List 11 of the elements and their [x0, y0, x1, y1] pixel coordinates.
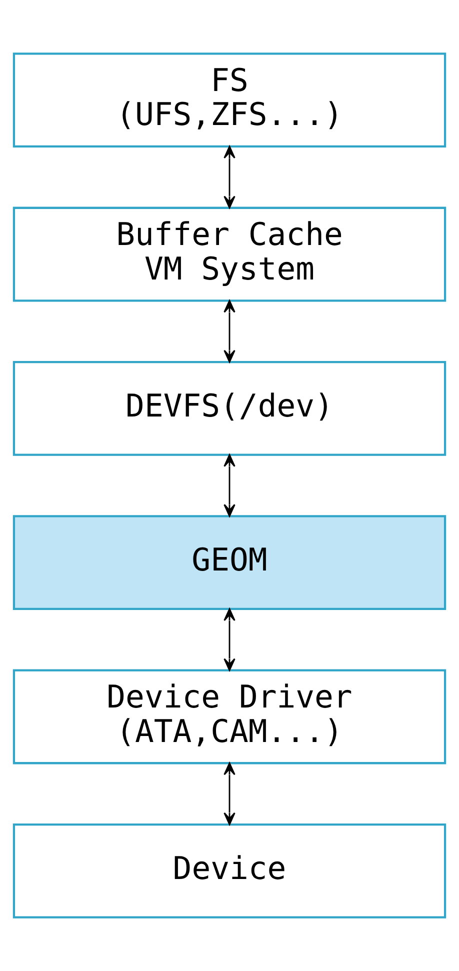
arrow	[224, 762, 236, 826]
node-box: FS (UFS,ZFS...)	[12, 52, 446, 148]
node-box: Buffer Cache VM System	[12, 206, 446, 302]
arrow	[224, 300, 236, 363]
arrow	[224, 454, 236, 517]
arrow	[224, 146, 236, 208]
node-box: Device Driver (ATA,CAM...)	[12, 669, 446, 764]
node-box: GEOM	[12, 515, 446, 610]
arrow	[224, 608, 236, 671]
node-box: Device	[12, 823, 446, 918]
node-box: DEVFS(/dev)	[12, 360, 446, 456]
